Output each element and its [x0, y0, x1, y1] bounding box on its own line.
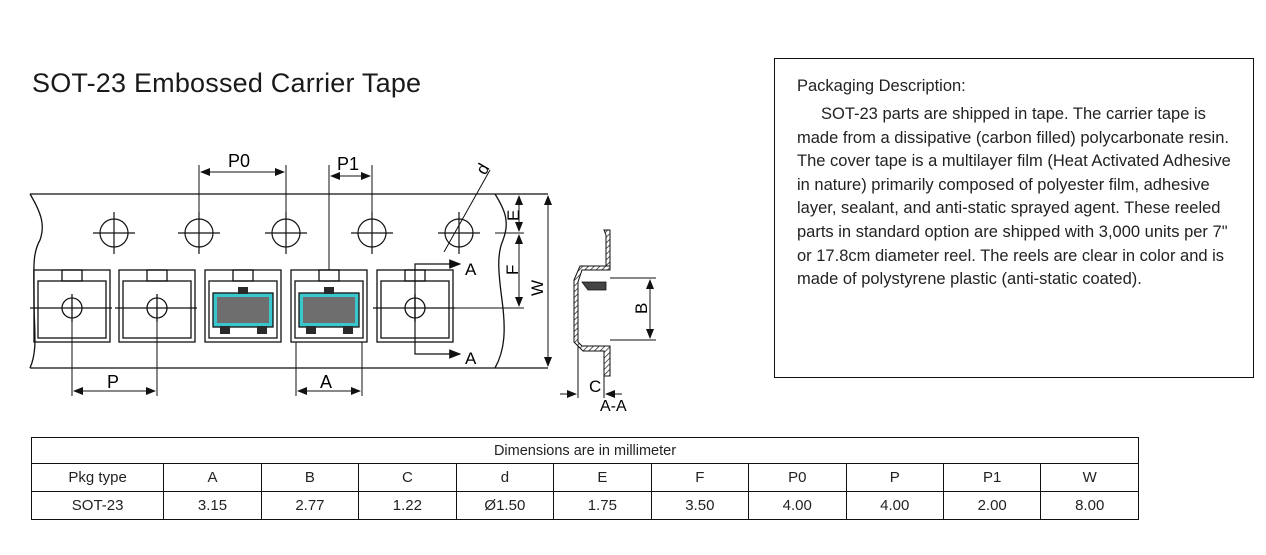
table-caption: Dimensions are in millimeter: [31, 437, 1139, 464]
a-dimension: [295, 342, 363, 396]
header-cell: F: [650, 463, 750, 492]
section-marker-bottom: A: [465, 349, 477, 368]
p-dimension: [71, 322, 158, 396]
dimensions-table: Dimensions are in millimeter Pkg type A …: [30, 437, 1139, 520]
table-cell: 1.22: [358, 491, 457, 520]
e-f-dimensions: [455, 195, 524, 309]
table-row: SOT-23 3.15 2.77 1.22 Ø1.50 1.75 3.50 4.…: [30, 491, 1139, 520]
c-label: C: [589, 377, 601, 396]
table-cell: 4.00: [748, 491, 847, 520]
f-label: F: [503, 265, 522, 275]
table-cell: 2.77: [260, 491, 360, 520]
pocket-2: [115, 269, 197, 343]
header-cell: C: [358, 463, 457, 492]
header-cell: Pkg type: [30, 463, 165, 492]
table-cell: 4.00: [845, 491, 944, 520]
e-label: E: [504, 210, 523, 221]
p1-label: P1: [337, 154, 359, 174]
table-cell: SOT-23: [30, 491, 165, 520]
section-title: A-A: [600, 398, 627, 415]
table-header-row: Pkg type A B C d E F P0 P P1 W: [30, 463, 1139, 492]
section-line-a-a: [414, 259, 462, 359]
pocket-5: [373, 269, 455, 343]
header-cell: P0: [748, 463, 847, 492]
section-marker-top: A: [465, 260, 477, 279]
p1-dimension: [328, 165, 373, 270]
header-cell: A: [163, 463, 262, 492]
w-label: W: [528, 280, 547, 296]
pocket-3-with-device: [204, 269, 282, 343]
d-leader: [443, 169, 491, 253]
table-cell: 3.15: [163, 491, 262, 520]
pocket-4-with-device: [290, 269, 368, 343]
header-cell: B: [260, 463, 360, 492]
p0-dimension: [198, 165, 287, 212]
packaging-description-box: Packaging Description: SOT-23 parts are …: [774, 58, 1254, 378]
a-label: A: [320, 372, 332, 392]
page-title: SOT-23 Embossed Carrier Tape: [32, 68, 422, 98]
d-label: d: [472, 160, 493, 178]
tape-outline: [29, 193, 548, 369]
p0-label: P0: [228, 151, 250, 171]
description-body: SOT-23 parts are shipped in tape. The ca…: [797, 105, 1231, 289]
table-cell: Ø1.50: [455, 491, 555, 520]
sprocket-holes: [93, 212, 480, 254]
b-label: B: [632, 303, 651, 314]
table-cell: 8.00: [1040, 491, 1139, 520]
p-label: P: [107, 372, 119, 392]
header-cell: P1: [942, 463, 1042, 492]
table-cell: 1.75: [553, 491, 652, 520]
table-cell: 2.00: [942, 491, 1042, 520]
header-cell: W: [1040, 463, 1139, 492]
header-cell: P: [845, 463, 944, 492]
header-cell: d: [455, 463, 555, 492]
table-cell: 3.50: [650, 491, 750, 520]
pocket-1: [30, 269, 112, 343]
description-heading: Packaging Description:: [797, 77, 966, 95]
cross-section-a-a: [560, 229, 656, 398]
header-cell: E: [553, 463, 652, 492]
